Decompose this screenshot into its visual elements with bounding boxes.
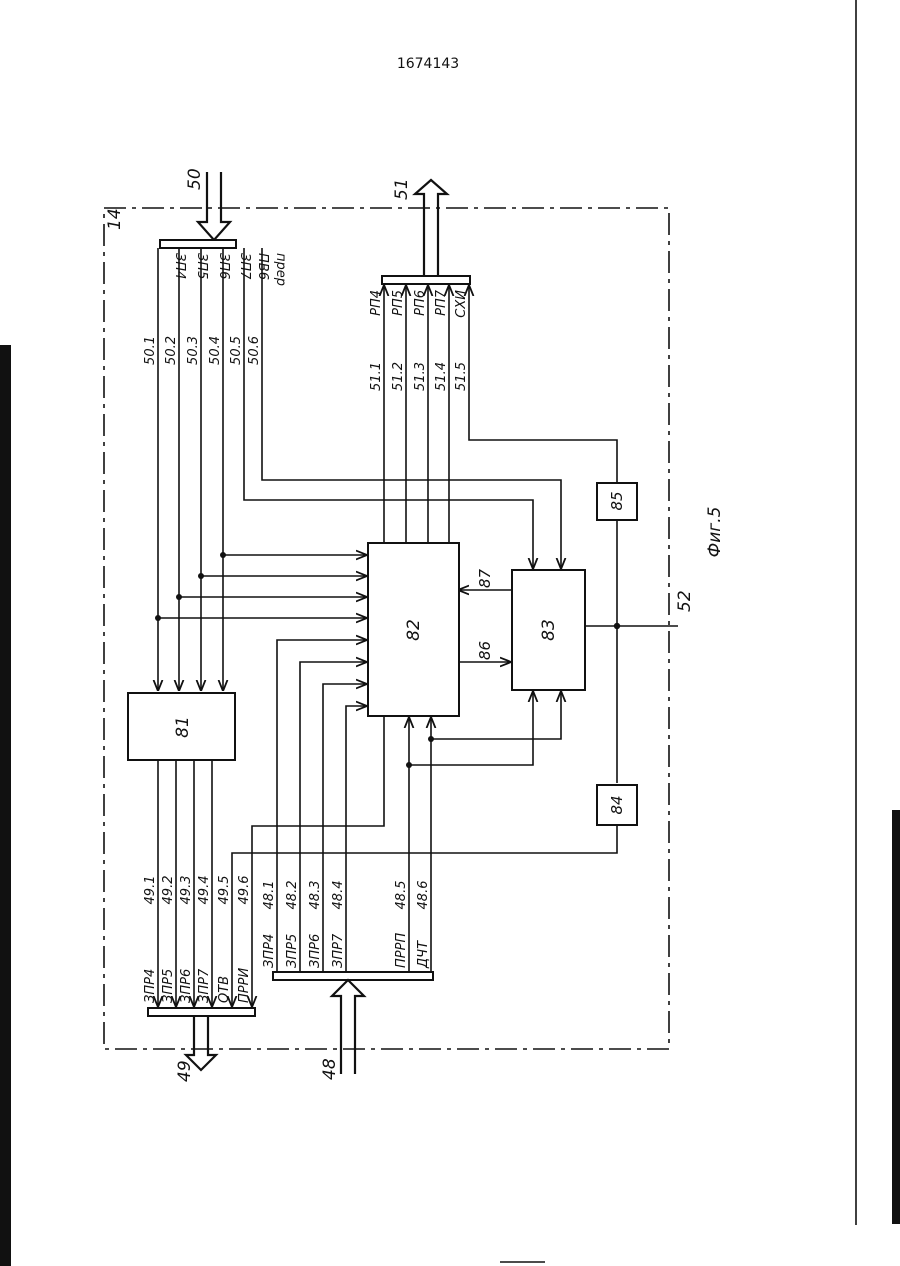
bus-48-connector	[273, 972, 433, 980]
bus50-name-3: ЗП6	[216, 253, 231, 279]
bus50-num-4: 50.4	[208, 336, 223, 365]
bus48-num-3: 48.3	[308, 881, 323, 910]
bus51-num-4: 51.4	[434, 362, 449, 391]
bus49-num-2: 49.2	[161, 876, 176, 905]
block-84: 84	[597, 785, 637, 825]
line-86-label: 86	[476, 641, 494, 660]
bus51-name-1: РП4	[369, 290, 384, 316]
bus50-name-1: ЗП4	[172, 253, 187, 279]
bus49-num-6: 49.6	[237, 876, 252, 905]
port-49-label: 49	[175, 1060, 195, 1082]
block-85: 85	[597, 483, 637, 520]
bus49-num-4: 49.4	[197, 876, 212, 905]
bus48-name-4: ЗПР7	[331, 933, 346, 968]
svg-text:83: 83	[539, 619, 559, 641]
bus51-num-2: 51.2	[391, 362, 406, 391]
bus50-name-2: ЗП5	[194, 253, 209, 279]
bus-51-connector	[382, 276, 470, 284]
port-50-label: 50	[185, 168, 205, 190]
bus48-name-2: ЗПР5	[285, 934, 300, 968]
bus50-name-5: ПВ6	[255, 253, 270, 280]
scan-edge-bar-left	[0, 345, 11, 1266]
bus51-name-3: РП6	[413, 290, 428, 316]
bus-49-connector	[148, 1008, 255, 1016]
bus50-num-6: 50.6	[247, 336, 262, 365]
bus48-num-1: 48.1	[262, 881, 277, 910]
bus49-name-6: ПРРИ	[237, 968, 252, 1003]
svg-text:84: 84	[608, 795, 626, 814]
bus48-name-5: ПРРП	[394, 933, 409, 968]
bus48-name-3: ЗПР6	[308, 934, 323, 968]
block-82: 82	[368, 543, 459, 716]
bus51-name-5: СХИ	[454, 290, 469, 318]
bus50-num-5: 50.5	[229, 336, 244, 365]
svg-text:81: 81	[173, 716, 193, 738]
bus48-num-2: 48.2	[285, 881, 300, 910]
bus49-num-1: 49.1	[143, 876, 158, 905]
bus51-num-1: 51.1	[369, 362, 384, 391]
bus49-name-5: ОТВ	[217, 976, 232, 1003]
scan-edge-bar-right	[892, 810, 900, 1224]
bus50-num-2: 50.2	[164, 336, 179, 365]
port-48-label: 48	[320, 1058, 340, 1080]
bus51-num-5: 51.5	[454, 362, 469, 391]
bus49-name-4: ЗПР7	[197, 968, 212, 1003]
svg-text:85: 85	[608, 491, 626, 510]
bus50-num-1: 50.1	[143, 336, 158, 365]
line-87-label: 87	[476, 568, 494, 588]
block-83: 83	[512, 570, 585, 690]
bus-50-connector	[160, 240, 236, 248]
bus49-num-3: 49.3	[179, 876, 194, 905]
port-51-label: 51	[392, 178, 412, 200]
input-port-50: 50	[185, 168, 230, 240]
bus48-name-1: ЗПР4	[262, 934, 277, 968]
bus48-num-5: 48.5	[394, 881, 409, 910]
bus51-name-4: РП7	[434, 289, 449, 316]
bus51-num-3: 51.3	[413, 362, 428, 391]
unit-label: 14	[105, 208, 125, 230]
block-81: 81	[128, 693, 235, 760]
output-port-51: 51	[392, 178, 447, 276]
bus49-name-1: ЗПР4	[143, 969, 158, 1003]
svg-text:82: 82	[404, 619, 424, 641]
bus50-name-4: ЗП7	[237, 253, 252, 280]
input-port-48: 48	[320, 980, 364, 1080]
bus48-name-6: ДЧТ	[416, 940, 431, 969]
bus50-name-6: прер	[273, 253, 288, 286]
figure-caption: Фиг.5	[705, 507, 725, 558]
bus49-num-5: 49.5	[217, 876, 232, 905]
patent-number: 1674143	[397, 56, 459, 72]
bus50-num-3: 50.3	[186, 336, 201, 365]
bus48-num-6: 48.6	[416, 881, 431, 910]
bus49-name-2: ЗПР5	[161, 969, 176, 1003]
bus51-name-2: РП5	[391, 290, 406, 316]
port-52-label: 52	[675, 590, 695, 612]
bus49-name-3: ЗПР6	[179, 969, 194, 1003]
bus48-num-4: 48.4	[331, 881, 346, 910]
